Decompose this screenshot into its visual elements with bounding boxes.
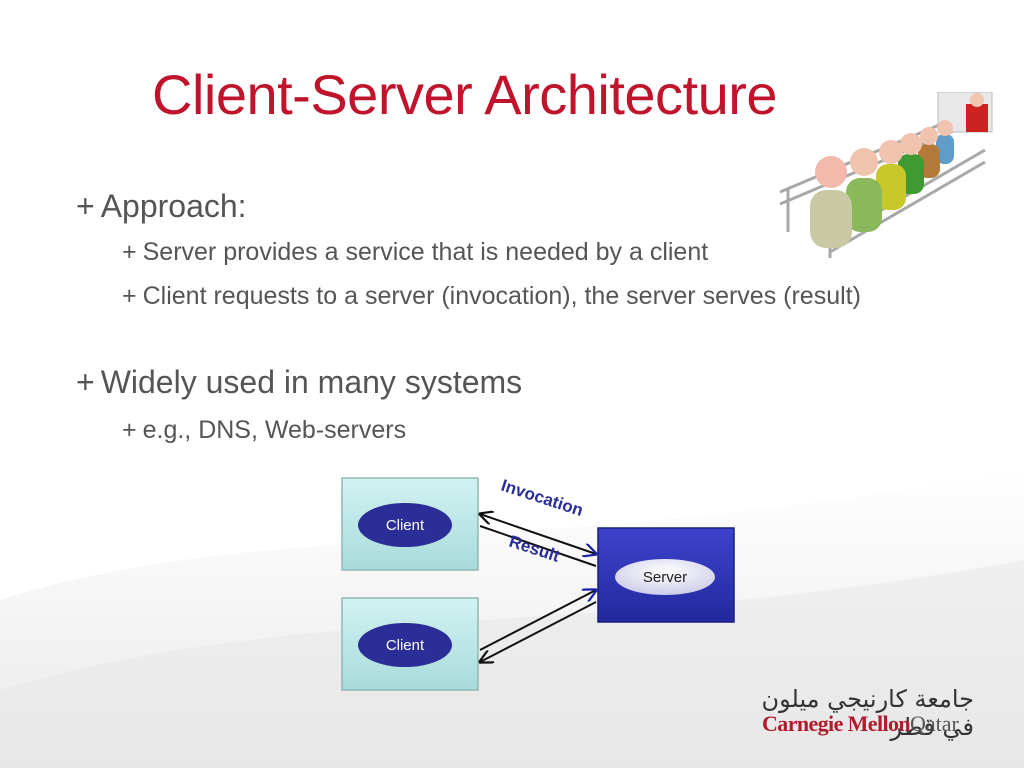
cmu-qatar-logo: جامعة كارنيجي ميلون في قطر Carnegie Mell… [760,685,980,745]
bullet-widely-used: +Widely used in many systems [76,364,522,401]
bullet-text: e.g., DNS, Web-servers [142,416,407,444]
result-label: Result [507,532,563,566]
bullet-marker: + [76,188,95,224]
result-arrow-2 [480,601,597,662]
bullet-marker: + [122,238,137,266]
logo-arabic-text: جامعة كارنيجي ميلون في قطر [761,685,974,741]
client-server-diagram: Client Client Server Invocation Result [341,476,735,691]
bullet-text: Widely used in many systems [100,364,523,400]
slide-title: Client-Server Architecture [152,63,778,126]
bullet-text: Client requests to a server (invocation)… [142,282,861,310]
client-label: Client [386,637,425,654]
sub-bullet-examples: +e.g., DNS, Web-servers [122,416,406,445]
client-label: Client [386,517,425,534]
client-node-2: Client [341,597,479,691]
logo-qatar: Qatar [910,711,959,736]
bullet-marker: + [122,416,137,444]
invocation-arrow [480,514,596,554]
logo-carnegie-mellon: Carnegie Mellon [762,711,911,736]
bullet-text: Server provides a service that is needed… [142,238,709,266]
sub-bullet-client-requests: +Client requests to a server (invocation… [122,282,861,311]
bullet-marker: + [122,282,137,310]
sub-bullet-server-provides: +Server provides a service that is neede… [122,238,708,267]
bullet-marker: + [76,364,95,400]
invocation-label: Invocation [499,476,586,520]
client-node-1: Client [341,477,479,571]
bullet-approach: +Approach: [76,188,247,225]
queue-people-illustration [779,92,993,258]
server-node: Server [597,527,735,623]
bullet-text: Approach: [100,188,247,224]
server-label: Server [643,569,687,586]
result-arrow-line [479,525,597,567]
invocation-arrow-2 [479,590,596,651]
